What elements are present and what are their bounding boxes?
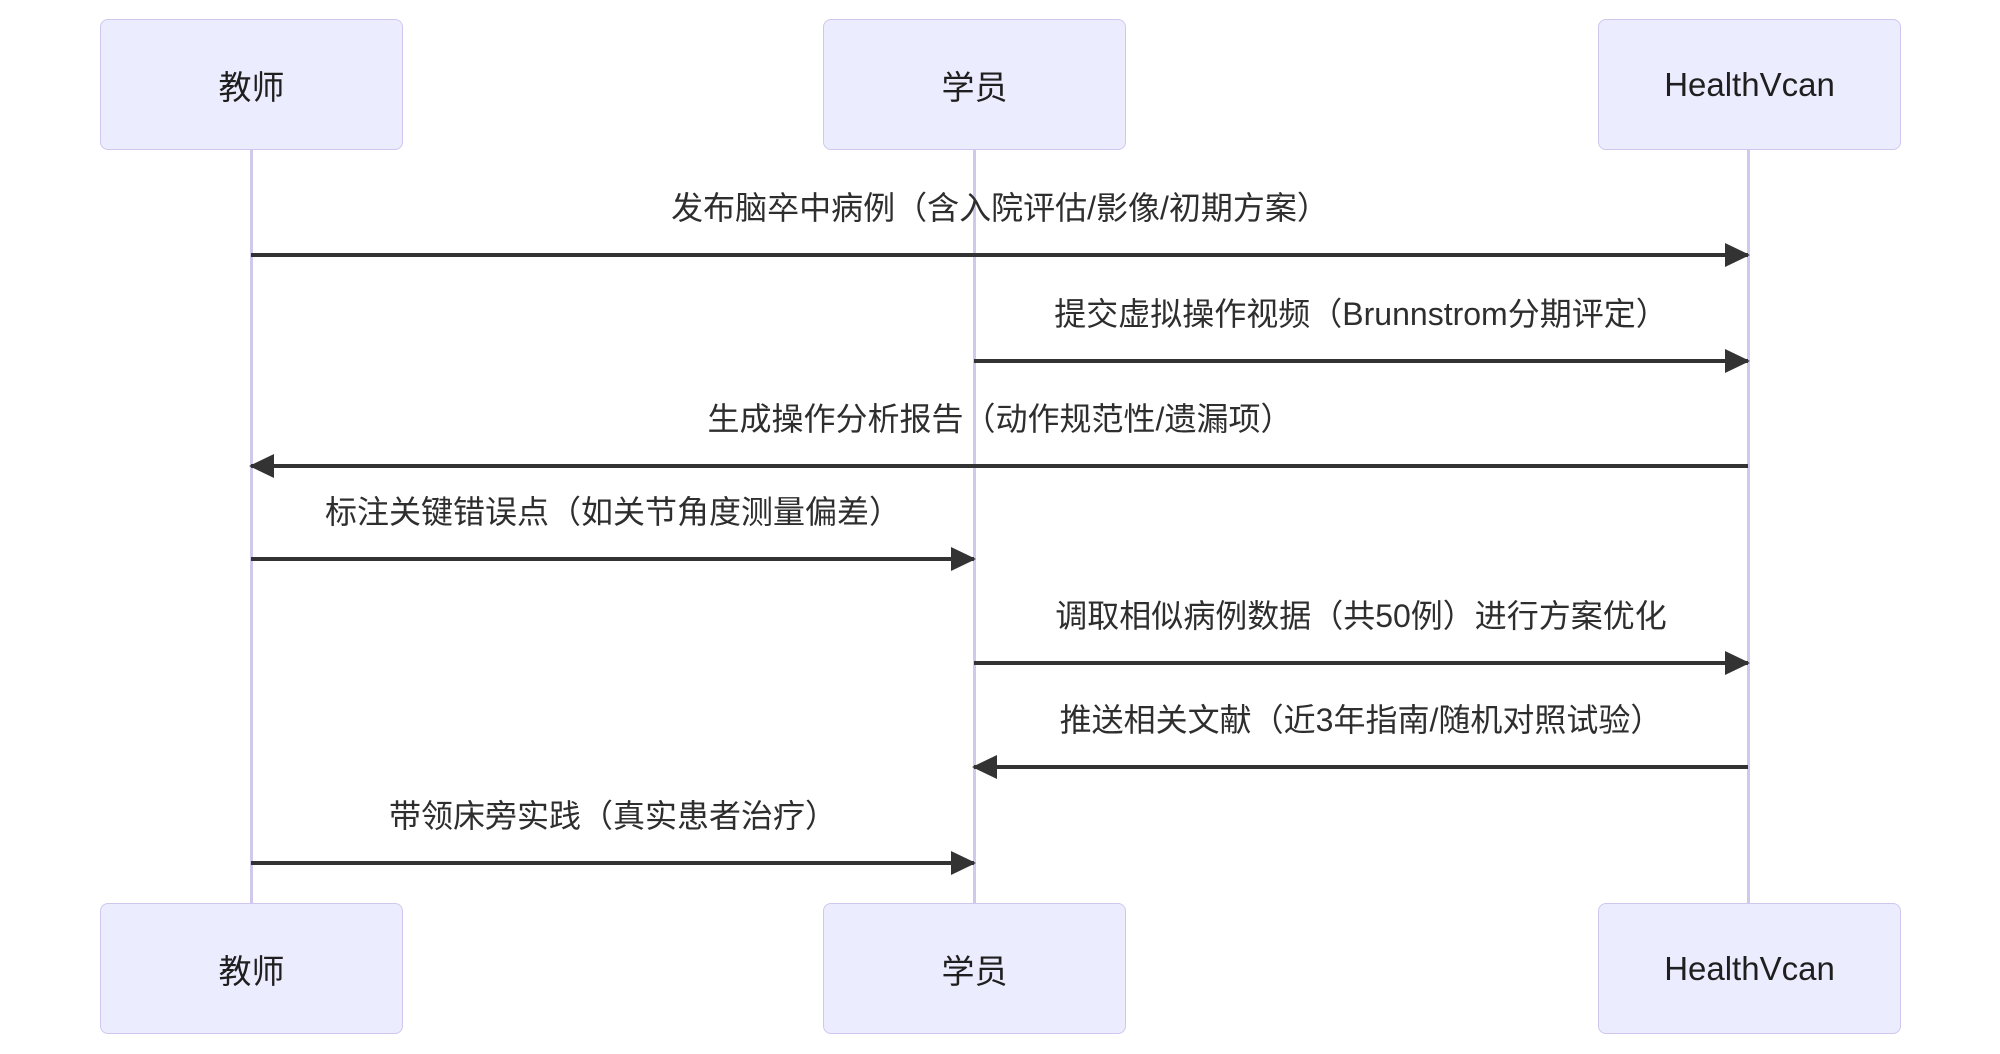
- actor-label-student: 学员: [941, 952, 1008, 990]
- message-label-3: 生成操作分析报告（动作规范性/遗漏项）: [707, 401, 1293, 437]
- lifeline-teacher: [250, 150, 253, 903]
- actor-bottom-student: 学员: [823, 903, 1126, 1034]
- actor-top-student: 学员: [823, 19, 1126, 150]
- message-label-2: 提交虚拟操作视频（Brunnstrom分期评定）: [1054, 296, 1668, 332]
- message-arrow-6: [972, 755, 1748, 779]
- actor-top-healthvcan: HealthVcan: [1598, 19, 1901, 150]
- message-arrow-1: [251, 243, 1750, 267]
- message-label-7: 带领床旁实践（真实患者治疗）: [388, 798, 838, 834]
- message-label-5: 调取相似病例数据（共50例）进行方案优化: [1055, 598, 1667, 634]
- actor-label-student: 学员: [941, 68, 1008, 106]
- message-label-4: 标注关键错误点（如关节角度测量偏差）: [324, 494, 902, 530]
- lifeline-healthvcan: [1747, 150, 1750, 903]
- actor-label-teacher: 教师: [218, 952, 285, 990]
- actor-bottom-healthvcan: HealthVcan: [1598, 903, 1901, 1034]
- actor-top-teacher: 教师: [100, 19, 403, 150]
- actor-label-healthvcan: HealthVcan: [1664, 65, 1835, 103]
- message-label-6: 推送相关文献（近3年指南/随机对照试验）: [1059, 702, 1663, 738]
- message-label-1: 发布脑卒中病例（含入院评估/影像/初期方案）: [671, 190, 1329, 226]
- actor-label-teacher: 教师: [218, 68, 285, 106]
- message-arrow-4: [251, 547, 976, 571]
- actor-bottom-teacher: 教师: [100, 903, 403, 1034]
- actor-label-healthvcan: HealthVcan: [1664, 949, 1835, 987]
- message-arrow-3: [249, 454, 1748, 478]
- message-arrow-2: [974, 349, 1750, 373]
- message-arrow-7: [251, 851, 976, 875]
- lifeline-student: [973, 150, 976, 903]
- message-arrow-5: [974, 651, 1750, 675]
